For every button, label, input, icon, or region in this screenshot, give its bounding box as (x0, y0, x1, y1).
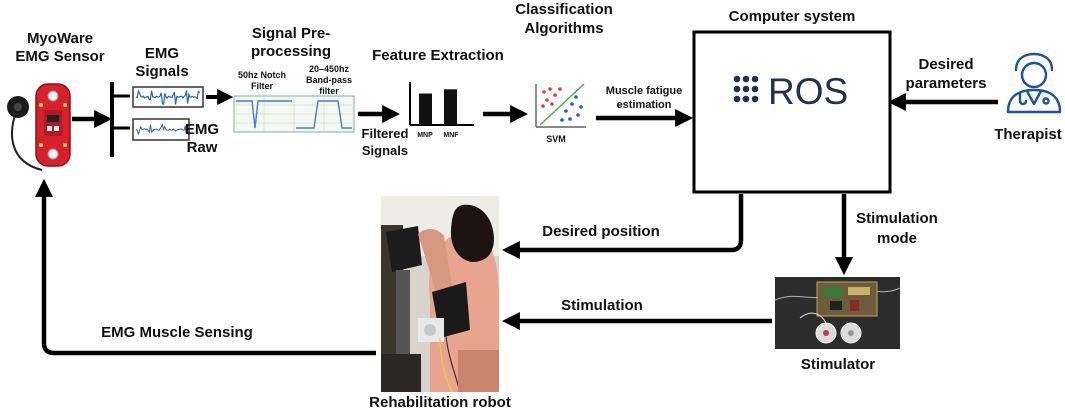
bandpass-filter-line1: 20–450hz (309, 64, 350, 74)
desired-parameters-line2: parameters (906, 75, 987, 92)
feature-extraction-title: Feature Extraction (372, 47, 504, 64)
therapist-icon (1006, 52, 1062, 114)
svm-scatter-plot (535, 83, 586, 128)
arrow-computer-to-robot (501, 194, 744, 259)
myoware-sensor-image (7, 83, 71, 171)
desired-parameters-line1: Desired (918, 56, 973, 73)
stimulation-mode-line2: mode (877, 230, 917, 247)
stimulator-image (774, 277, 901, 349)
bandpass-filter-curve (296, 100, 352, 129)
classification-title-line2: Algorithms (524, 20, 603, 37)
filtered-signals-line2: Signals (362, 143, 408, 158)
filter-response-plot (233, 95, 355, 133)
ros-logo-icon (733, 75, 759, 103)
emg-signals-line1: EMG (145, 45, 179, 62)
bandpass-filter-line3: filter (319, 86, 339, 96)
emg-raw-line1: EMG (185, 121, 219, 138)
emg-signals-plot (132, 86, 204, 108)
filtered-signals-line1: Filtered (362, 126, 409, 141)
svm-decision-boundary (539, 83, 585, 126)
feature-bar-mnp (419, 93, 432, 125)
feature-bar-label-mnf: MNF (443, 132, 459, 139)
feature-bar-label-mnp: MNP (417, 132, 433, 139)
stimulator-label: Stimulator (801, 356, 875, 373)
notch-filter-line2: Filter (251, 81, 274, 91)
preprocessing-title-line2: processing (251, 43, 331, 60)
notch-filter-line1: 50hz Notch (238, 70, 286, 80)
emg-signals-line2: Signals (135, 63, 188, 80)
classification-title-line1: Classification (515, 1, 613, 18)
bandpass-filter-line2: Band-pass (306, 75, 352, 85)
ros-text: ROS (768, 71, 848, 112)
emg-raw-line2: Raw (187, 139, 218, 156)
muscle-fatigue-line1: Muscle fatigue (606, 85, 682, 97)
notch-filter-curve (236, 100, 292, 129)
rehabilitation-robot-image (381, 196, 499, 393)
muscle-fatigue-line2: estimation (616, 99, 671, 111)
preprocessing-title-line1: Signal Pre- (252, 25, 330, 42)
emg-raw-plot (132, 118, 190, 141)
computer-system-box (692, 30, 892, 194)
emg-muscle-sensing-label: EMG Muscle Sensing (101, 324, 253, 341)
sensor-title-line2: EMG Sensor (15, 48, 104, 65)
feature-bar-chart: MNP MNF (409, 82, 474, 139)
desired-position-label: Desired position (542, 223, 660, 240)
signal-split-bracket (110, 82, 130, 157)
svm-label: SVM (546, 134, 566, 144)
therapist-label: Therapist (994, 126, 1062, 143)
stimulation-label: Stimulation (561, 297, 643, 314)
sensor-title-line1: MyoWare (27, 30, 93, 47)
computer-system-title: Computer system (729, 8, 856, 25)
rehabilitation-robot-label: Rehabilitation robot (369, 394, 511, 411)
feature-bar-mnf (444, 89, 457, 125)
stimulation-mode-line1: Stimulation (856, 210, 938, 227)
arrow-robot-to-sensor (35, 178, 376, 356)
